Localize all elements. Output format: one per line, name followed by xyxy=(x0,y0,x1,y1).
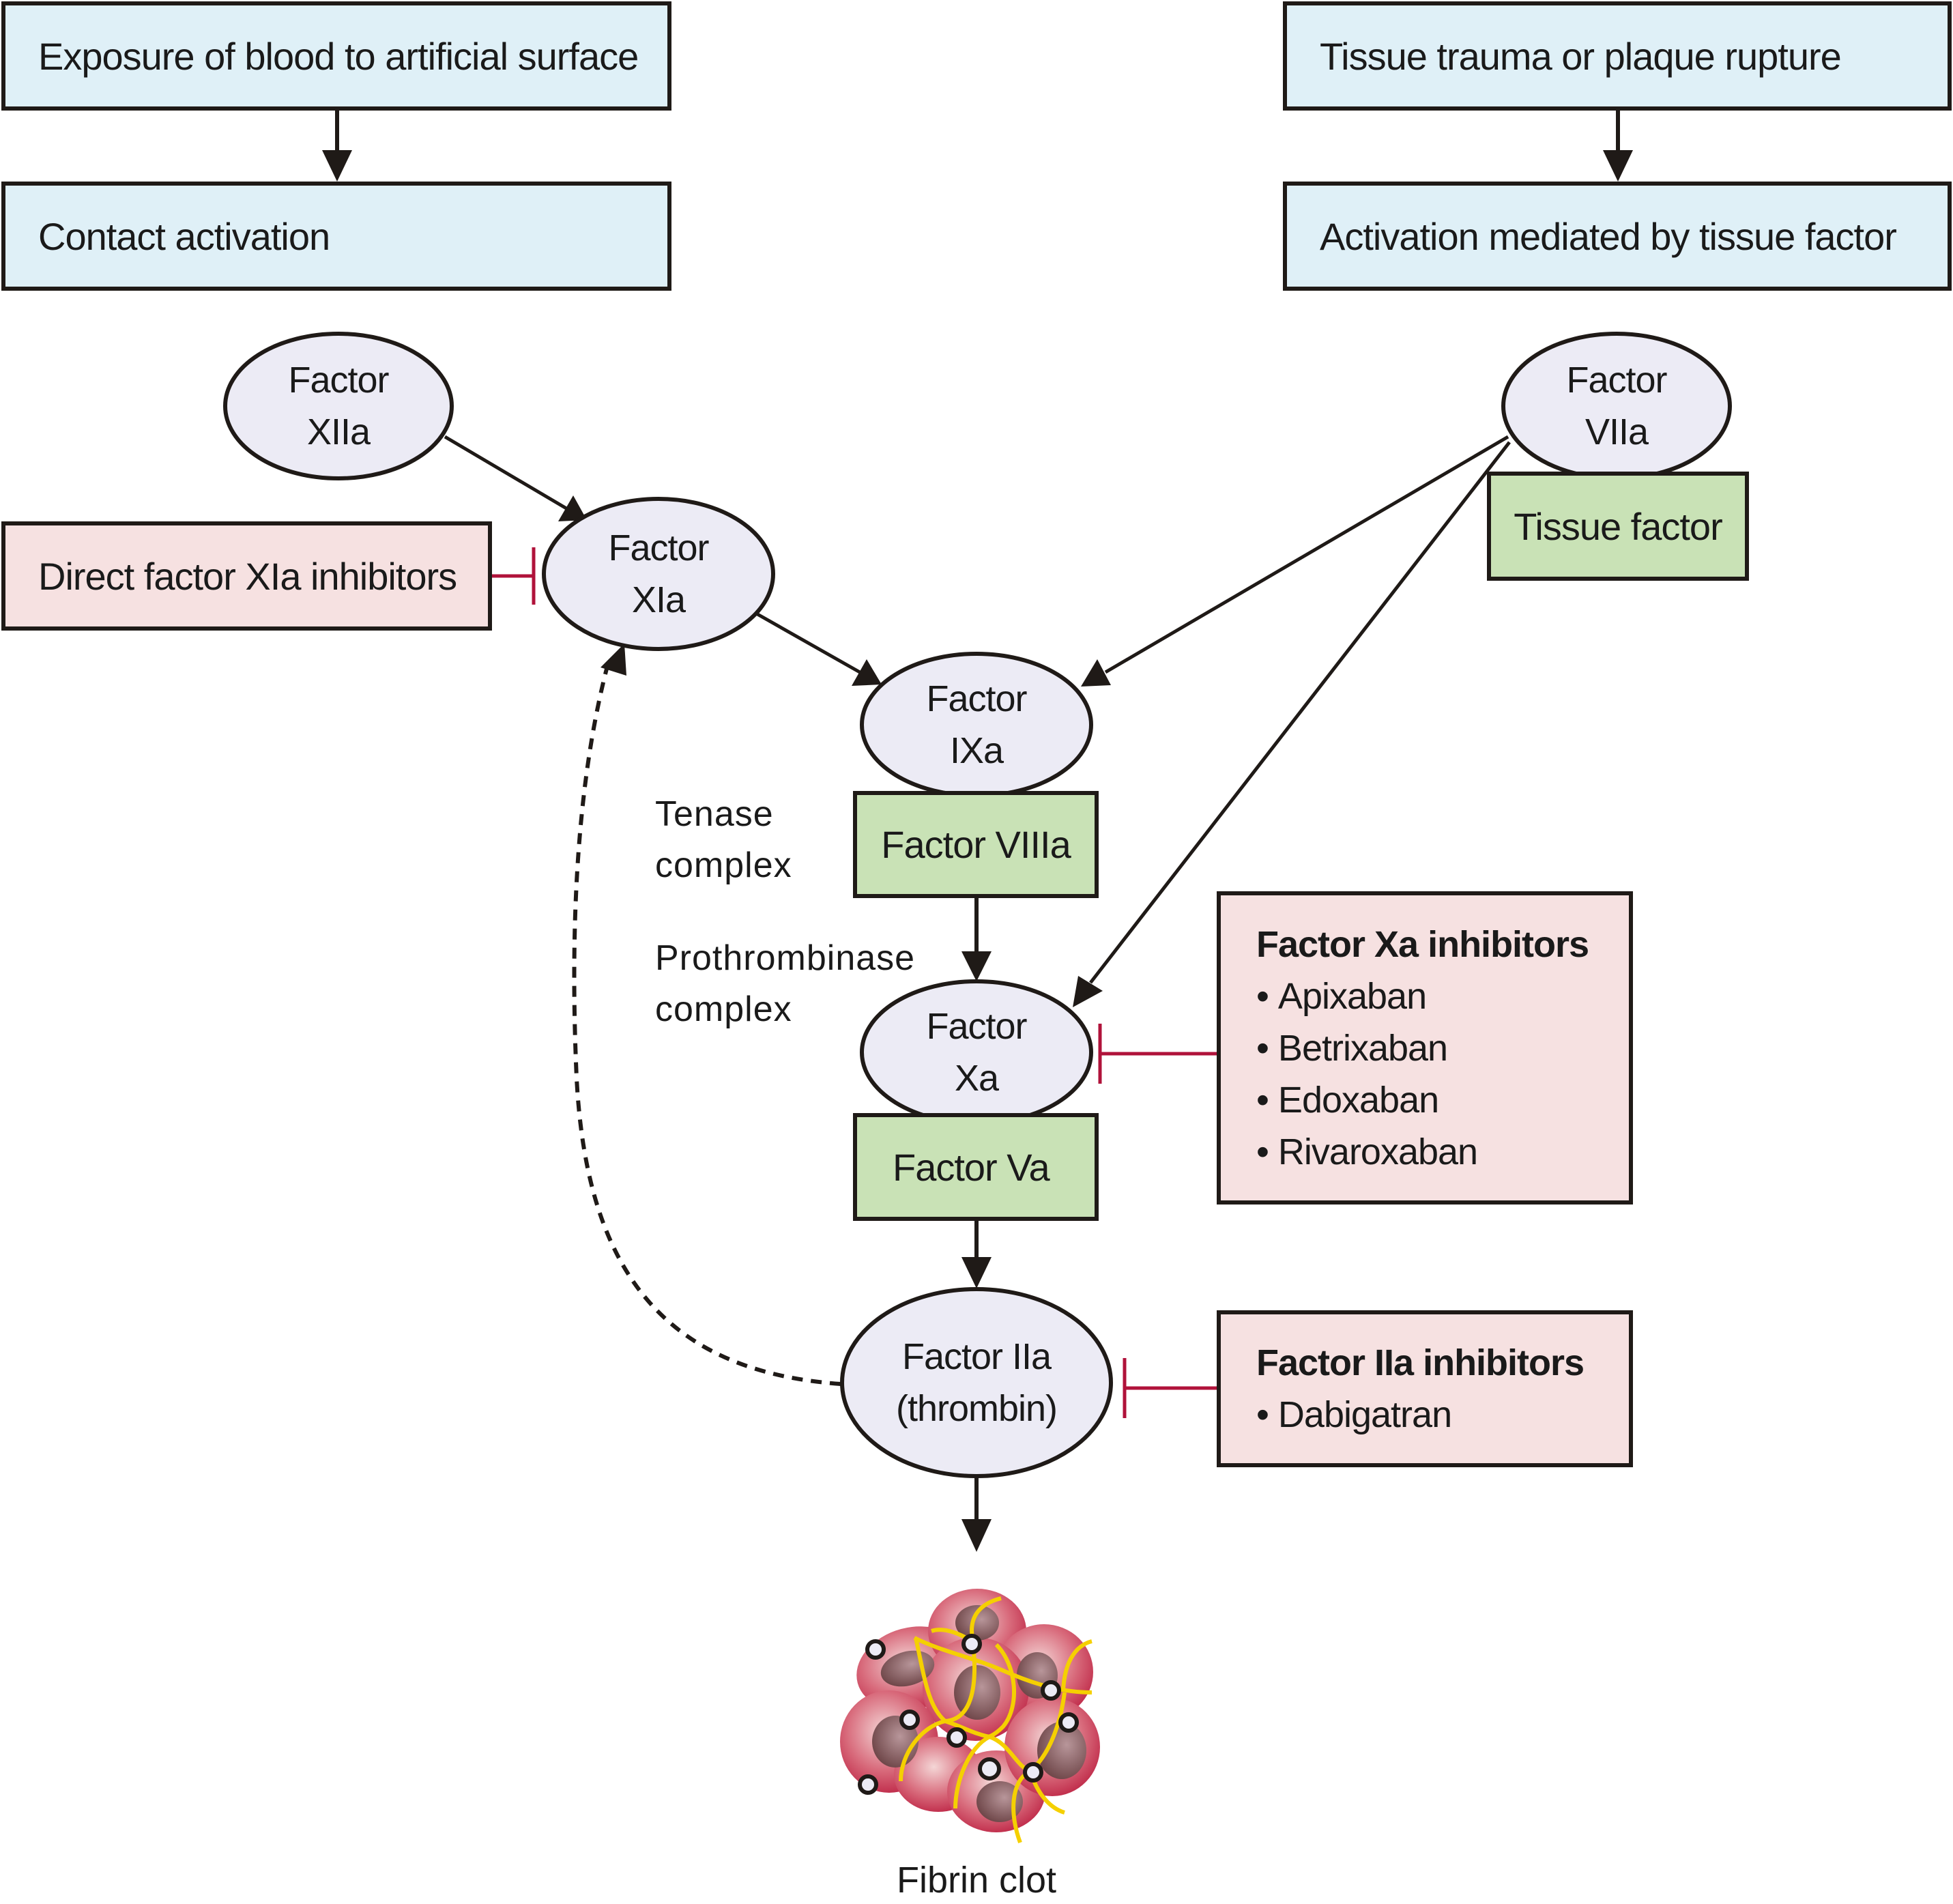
iia-inhibitors-box: Factor IIa inhibitors Dabigatran xyxy=(1217,1310,1633,1467)
contact-trigger-box: Exposure of blood to artificial surface xyxy=(1,1,671,111)
arrow-thrombin-feedback-dashed xyxy=(572,644,841,1386)
drug-apixaban: Apixaban xyxy=(1256,970,1427,1022)
contact-trigger-label: Exposure of blood to artificial surface xyxy=(38,34,639,78)
prothrombinase-line1: Prothrombinase xyxy=(655,938,916,978)
drug-edoxaban: Edoxaban xyxy=(1256,1074,1439,1126)
fibrin-clot-illustration xyxy=(840,1589,1100,1844)
xia-inhibitors-label: Direct factor XIa inhibitors xyxy=(38,554,457,598)
fibrin-clot-caption: Fibrin clot xyxy=(896,1860,1057,1901)
iia-inhibitors-title: Factor IIa inhibitors xyxy=(1256,1342,1585,1383)
factor-va-label: Factor Va xyxy=(893,1145,1050,1189)
contact-activation-box: Contact activation xyxy=(1,182,671,291)
factor-iia-node xyxy=(840,1287,1113,1478)
xa-inhibitors-title: Factor Xa inhibitors xyxy=(1256,923,1589,965)
factor-viiia-box: Factor VIIIa xyxy=(853,791,1099,898)
tissue-trigger-box: Tissue trauma or plaque rupture xyxy=(1283,1,1952,111)
xa-inhibitors-box: Factor Xa inhibitors Apixaban Betrixaban… xyxy=(1217,891,1633,1205)
tissue-trigger-label: Tissue trauma or plaque rupture xyxy=(1320,34,1842,78)
contact-activation-label: Contact activation xyxy=(38,214,330,258)
prothrombinase-complex-label: Prothrombinase complex xyxy=(655,933,915,1035)
arrow-va-to-iia xyxy=(961,1220,992,1288)
arrow-xiia-to-xia xyxy=(444,435,587,521)
arrow-viia-to-xa xyxy=(1073,441,1511,1007)
xia-inhibitors-box: Direct factor XIa inhibitors xyxy=(1,521,492,631)
arrow-viia-to-ixa xyxy=(1081,435,1509,687)
inhibition-xa xyxy=(1098,1024,1218,1084)
factor-viiia-label: Factor VIIIa xyxy=(881,823,1071,866)
tissue-factor-activation-label: Activation mediated by tissue factor xyxy=(1320,214,1897,258)
tissue-factor-activation-box: Activation mediated by tissue factor xyxy=(1283,182,1952,291)
prothrombinase-line2: complex xyxy=(655,990,792,1029)
tenase-line2: complex xyxy=(655,846,792,885)
factor-ixa-node xyxy=(860,652,1093,798)
inhibition-iia xyxy=(1123,1358,1218,1418)
platelets xyxy=(858,1634,1079,1795)
arrow-contact-trigger xyxy=(322,109,352,182)
drug-dabigatran: Dabigatran xyxy=(1256,1389,1452,1441)
drug-betrixaban: Betrixaban xyxy=(1256,1022,1448,1074)
drug-rivaroxaban: Rivaroxaban xyxy=(1256,1126,1478,1178)
factor-xiia-node xyxy=(223,332,454,480)
factor-viia-node xyxy=(1501,332,1732,480)
arrow-iia-to-clot xyxy=(961,1476,992,1552)
tissue-factor-label: Tissue factor xyxy=(1514,504,1722,548)
arrow-tissue-trigger xyxy=(1603,109,1633,182)
inhibition-xia xyxy=(491,547,536,605)
factor-xia-node xyxy=(542,497,775,651)
tissue-factor-box: Tissue factor xyxy=(1487,472,1749,581)
arrow-xia-to-ixa xyxy=(756,612,882,686)
tenase-complex-label: Tenase complex xyxy=(655,789,792,891)
factor-va-box: Factor Va xyxy=(853,1113,1099,1221)
tenase-line1: Tenase xyxy=(655,794,774,834)
arrow-viiia-to-xa xyxy=(961,897,992,981)
